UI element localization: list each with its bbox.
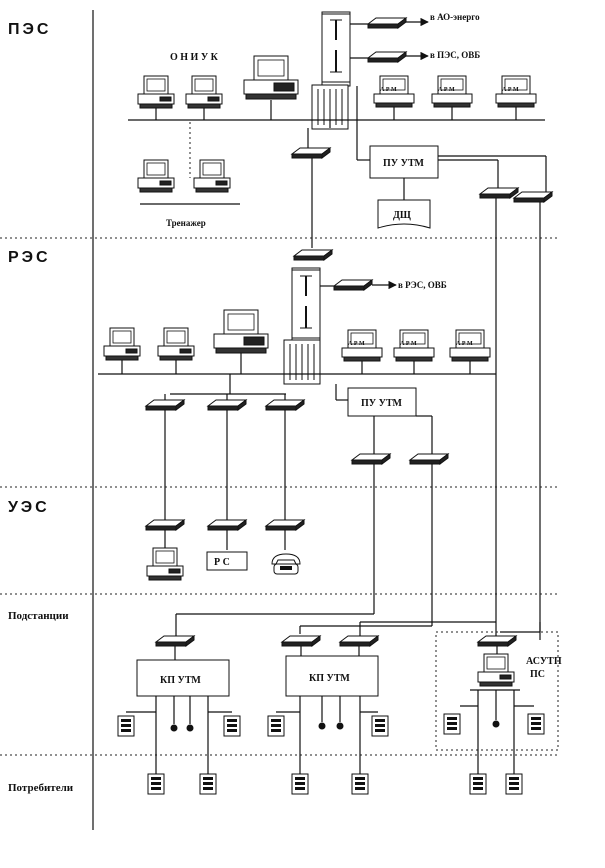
level-label-substations: Подстанции [8,610,69,622]
res-rack-base-icon [283,339,321,385]
modem-icon [145,519,185,531]
meter-icon [469,773,487,795]
server-icon [213,309,269,354]
label-ps: ПС [530,669,545,680]
pes-pu-utm-box [369,145,439,179]
consumers-section [147,773,523,795]
label-to-res-obe: в РЭС, ОВБ [398,280,447,290]
meter-icon [291,773,309,795]
terminal-icon [371,715,389,737]
label-kp-utm-2: КП УТМ [309,673,350,684]
label-oniuk: О Н И У К [170,52,219,63]
arm-label-pes-3: А Р М [502,87,519,93]
arm-label-res-2: А Р М [400,341,417,347]
terminal-icon [443,713,461,735]
computer-icon [477,653,515,687]
meter-icon [351,773,369,795]
level-label-pes: ПЭС [8,21,51,38]
pes-rack-icon [321,13,351,83]
computer-icon [146,547,184,581]
modem-icon [293,249,333,261]
telephone-icon [271,553,301,575]
label-rs: Р С [214,557,230,568]
label-asutp: АСУТП [526,656,562,667]
label-pu-utm: ПУ УТМ [383,158,424,169]
computer-icon [185,75,223,109]
substations-section: КП УТМ КП УТМ АСУТП ПС [117,464,562,774]
arm-label-res-3: А Р М [456,341,473,347]
computer-icon [137,75,175,109]
modem-icon [367,17,407,29]
kp-utm-box-2 [285,655,379,697]
modem-icon [291,147,331,159]
ues-section: Р С [145,410,305,581]
modem-icon [479,187,519,199]
arm-label-res-1: А Р М [348,341,365,347]
computer-icon [193,159,231,193]
meter-icon [147,773,165,795]
modem-icon [333,279,373,291]
computer-icon [157,327,195,361]
modem-icon [339,635,379,647]
level-label-ues: УЭС [8,499,50,516]
modem-icon [207,399,247,411]
modem-icon [207,519,247,531]
modem-icon [513,191,553,203]
label-to-ao-energo: в АО-энерго [430,12,480,22]
rs-device [206,551,248,571]
terminal-icon [267,715,285,737]
modem-icon [367,51,407,63]
res-pu-utm-box [347,387,417,417]
terminal-icon [223,715,241,737]
computer-icon [137,159,175,193]
res-rack-icon [291,269,321,339]
terminal-icon [117,715,135,737]
level-label-consumers: Потребители [8,782,74,794]
arm-label-pes-2: А Р М [438,87,455,93]
modem-icon [265,519,305,531]
modem-icon [281,635,321,647]
computer-icon [103,327,141,361]
level-label-res: РЭС [8,249,51,266]
label-pu-utm: ПУ УТМ [361,398,402,409]
modem-icon [145,399,185,411]
modem-icon [409,453,449,465]
asutp-region [435,631,559,751]
label-kp-utm-1: КП УТМ [160,675,201,686]
server-icon [243,55,299,100]
meter-icon [199,773,217,795]
label-dsh: ДЩ [393,210,411,221]
modem-icon [351,453,391,465]
arm-label-pes-1: А Р М [380,87,397,93]
kp-utm-box-1 [136,659,230,697]
modem-icon [265,399,305,411]
dsh-panel [377,199,431,229]
terminal-icon [527,713,545,735]
meter-icon [505,773,523,795]
res-section: в РЭС, ОВБ ПУ УТМ [98,198,541,640]
label-to-pes-obe: в ПЭС, ОВБ [430,50,480,60]
pes-section: в АО-энерго в ПЭС, ОВБ О Н И У К Тренаже… [128,11,553,248]
modem-icon [155,635,195,647]
label-trainer: Тренажер [166,218,206,228]
modem-icon [477,635,517,647]
